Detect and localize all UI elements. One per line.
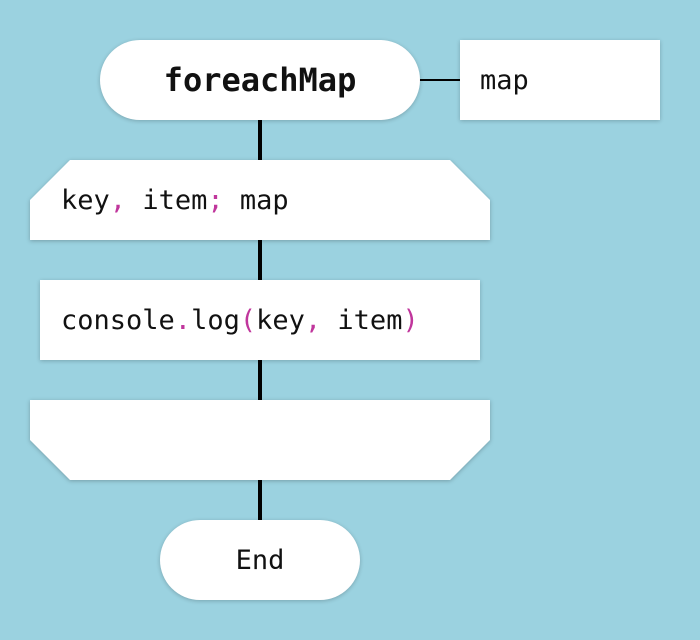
statement-method: log [191, 304, 240, 336]
end-node-label: End [235, 544, 285, 576]
statement-comma: , [304, 304, 322, 336]
statement-close-paren: ) [402, 304, 419, 336]
statement-arg-key: key [256, 304, 305, 336]
loop-sep-comma: , [109, 184, 127, 216]
statement-object: console [61, 304, 175, 336]
statement-node[interactable]: console.log(key, item) [40, 280, 480, 360]
loop-sep-semicolon: ; [207, 184, 224, 216]
parameter-label: map [480, 64, 529, 96]
connector-start-to-parameter [418, 79, 462, 81]
loop-collection: map [239, 184, 289, 216]
statement-dot: . [174, 304, 192, 336]
loop-end-node[interactable] [30, 400, 490, 480]
connector-loop-end-to-end [258, 478, 262, 522]
loop-key: key [61, 184, 110, 216]
connector-statement-to-loop-end [258, 358, 262, 402]
connector-loop-to-statement [258, 238, 262, 282]
connector-start-to-loop [258, 118, 262, 162]
start-node-label: foreachMap [163, 61, 357, 99]
statement-arg-item: item [337, 304, 403, 336]
loop-start-node[interactable]: key, item; map [30, 160, 490, 240]
end-node[interactable]: End [160, 520, 360, 600]
loop-item: item [142, 184, 208, 216]
statement-open-paren: ( [239, 304, 257, 336]
parameter-node[interactable]: map [460, 40, 660, 120]
start-node[interactable]: foreachMap [100, 40, 420, 120]
